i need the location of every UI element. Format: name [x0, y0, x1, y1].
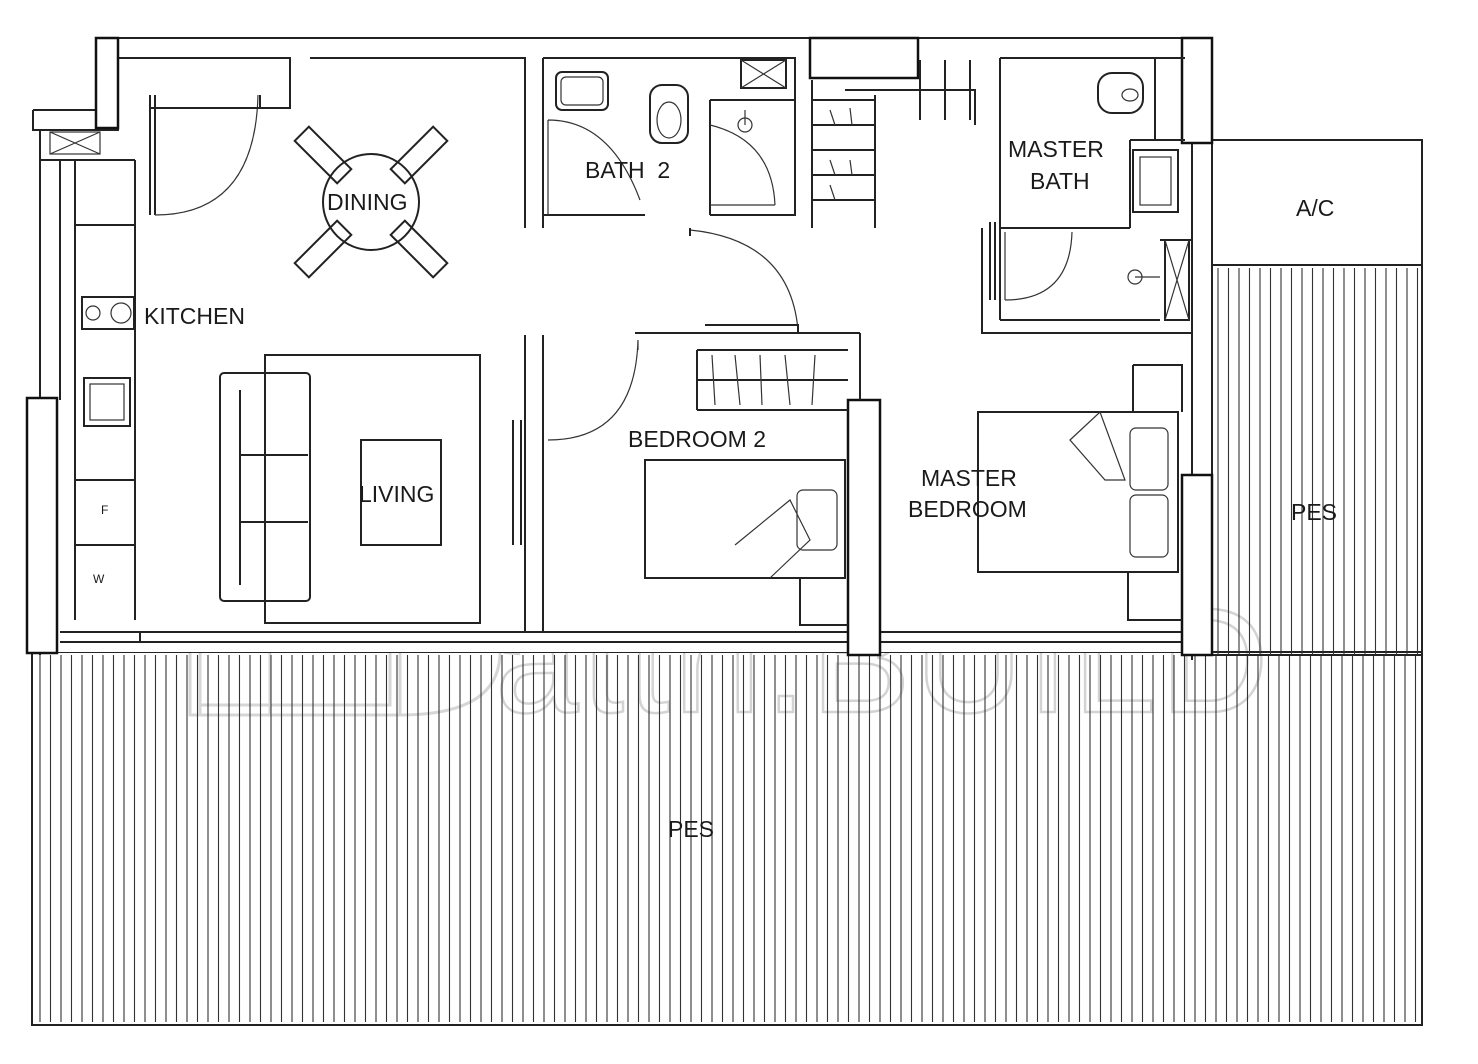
pes-main-label: PES — [668, 816, 714, 842]
corridor-door — [689, 229, 799, 331]
bedroom-2 — [512, 332, 861, 632]
shaft-box — [808, 36, 920, 80]
pes-deck — [31, 139, 1423, 1026]
wall-column-top-right — [1180, 36, 1214, 145]
wall-column-left — [25, 396, 59, 655]
kitchen-counter: F W — [49, 131, 136, 620]
master-bath-label-line2: BATH — [1030, 168, 1090, 194]
hob — [81, 296, 135, 330]
living-label: LIVING — [359, 481, 434, 507]
pillow — [1129, 494, 1169, 558]
master-bedroom-label-line1: MASTER — [921, 465, 1017, 491]
sofa — [219, 372, 311, 602]
master-bath — [981, 57, 1192, 334]
bed-bedroom-2 — [644, 459, 846, 579]
pillow — [796, 489, 838, 551]
entry-door — [149, 94, 261, 216]
rug — [264, 354, 481, 624]
pes-side-label: PES — [1291, 499, 1337, 525]
master-bath-label-line1: MASTER — [1008, 136, 1104, 162]
washer-label: W — [93, 572, 105, 586]
burner-icon — [110, 302, 132, 324]
bathtub-sink — [555, 71, 609, 111]
living-furniture — [219, 354, 481, 624]
wall-column-right — [1180, 473, 1214, 657]
wardrobe-corridor — [811, 60, 976, 228]
bath-2-label: BATH 2 — [585, 157, 670, 183]
ac-label: A/C — [1296, 195, 1334, 221]
kitchen-label: KITCHEN — [144, 303, 245, 329]
pillow — [1129, 427, 1169, 491]
vent-icon — [740, 59, 787, 89]
vent-icon — [1164, 239, 1190, 321]
ac-ledge — [1211, 139, 1423, 266]
room-labels: DINING KITCHEN LIVING BATH 2 MASTER BATH… — [144, 136, 1337, 842]
vanity-sink — [1132, 149, 1179, 213]
fridge-label: F — [101, 503, 108, 517]
dining-table — [293, 125, 449, 279]
master-bedroom — [977, 364, 1183, 621]
bedroom-2-label: BEDROOM 2 — [628, 426, 766, 452]
bath-2 — [524, 57, 796, 228]
coffee-table — [360, 439, 442, 546]
toilet-icon — [649, 84, 689, 144]
wall-column-mid — [846, 398, 882, 657]
dining-label: DINING — [327, 189, 408, 215]
master-bedroom-label-line2: BEDROOM — [908, 496, 1027, 522]
toilet-icon — [1097, 72, 1144, 114]
burner-icon — [85, 305, 101, 321]
outer-walls — [25, 36, 1214, 660]
bed-master — [977, 411, 1179, 573]
wall-column-top-left — [94, 36, 120, 130]
sink — [83, 377, 131, 427]
